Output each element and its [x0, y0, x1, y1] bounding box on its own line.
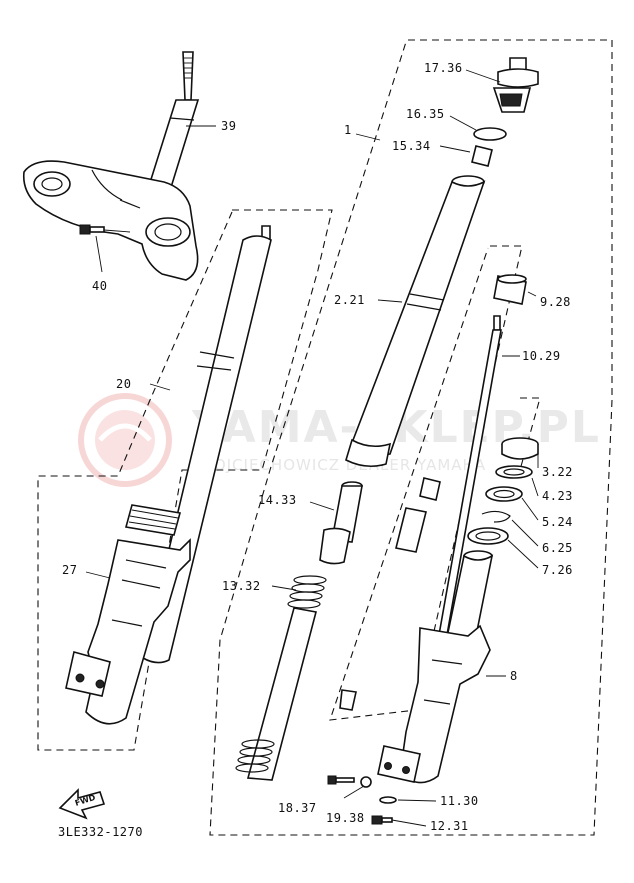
watermark-logo	[78, 393, 172, 487]
callout-3-22: 3.22	[542, 465, 573, 479]
outline-left-fork	[37, 209, 333, 751]
cap-bolt-part	[492, 57, 539, 113]
left-fork-assembly-part	[65, 225, 272, 725]
piston-part	[319, 481, 363, 565]
collar-part	[471, 145, 493, 167]
dust-seal-part	[467, 527, 509, 545]
callout-17-36: 17.36	[424, 61, 463, 75]
callout-2-21: 2.21	[334, 293, 365, 307]
callout-labels: 39 40 20 27 1 17.36 16.35 15.34 2.21 9.2…	[62, 61, 573, 833]
callout-19-38: 19.38	[326, 811, 365, 825]
damper-rod-part	[339, 315, 502, 711]
callout-1: 1	[344, 123, 352, 137]
watermark-subtitle: WOJCIECHOWICZ DEALER YAMAHA	[198, 456, 486, 474]
fork-spring-part	[235, 575, 327, 781]
callout-7-26: 7.26	[542, 563, 573, 577]
leader-lines	[85, 69, 539, 827]
callout-8: 8	[510, 669, 518, 683]
bracket-bolt-part	[79, 224, 131, 235]
drain-gasket-part	[379, 796, 397, 804]
outline-right-assembly	[209, 39, 613, 836]
seal-washer-part	[495, 465, 533, 479]
callout-27: 27	[62, 563, 77, 577]
callout-12-31: 12.31	[430, 819, 469, 833]
seal-spacer-part	[485, 486, 523, 502]
slide-bushing-part	[493, 274, 527, 305]
outer-tube-part	[345, 175, 486, 468]
right-slider-part	[377, 550, 494, 784]
callout-11-30: 11.30	[440, 794, 479, 808]
callout-4-23: 4.23	[542, 489, 573, 503]
callout-10-29: 10.29	[522, 349, 561, 363]
callout-13-32: 13.32	[222, 579, 261, 593]
axle-bolt-part	[327, 775, 355, 785]
retaining-clip-part	[481, 510, 511, 523]
callout-6-25: 6.25	[542, 541, 573, 555]
callout-16-35: 16.35	[406, 107, 445, 121]
drain-screw-part	[371, 815, 393, 825]
lower-bracket-part	[22, 160, 199, 281]
callout-39: 39	[221, 119, 236, 133]
fwd-arrow-icon: FWD	[58, 788, 106, 820]
callout-5-24: 5.24	[542, 515, 573, 529]
oil-seal-part	[501, 437, 539, 460]
drawing-code: 3LE332-1270	[58, 825, 143, 839]
gasket-washer-part	[360, 776, 372, 788]
callout-20: 20	[116, 377, 131, 391]
callout-15-34: 15.34	[392, 139, 431, 153]
callout-9-28: 9.28	[540, 295, 571, 309]
callout-40: 40	[92, 279, 107, 293]
callout-18-37: 18.37	[278, 801, 317, 815]
callout-14-33: 14.33	[258, 493, 297, 507]
o-ring-part	[473, 127, 507, 141]
